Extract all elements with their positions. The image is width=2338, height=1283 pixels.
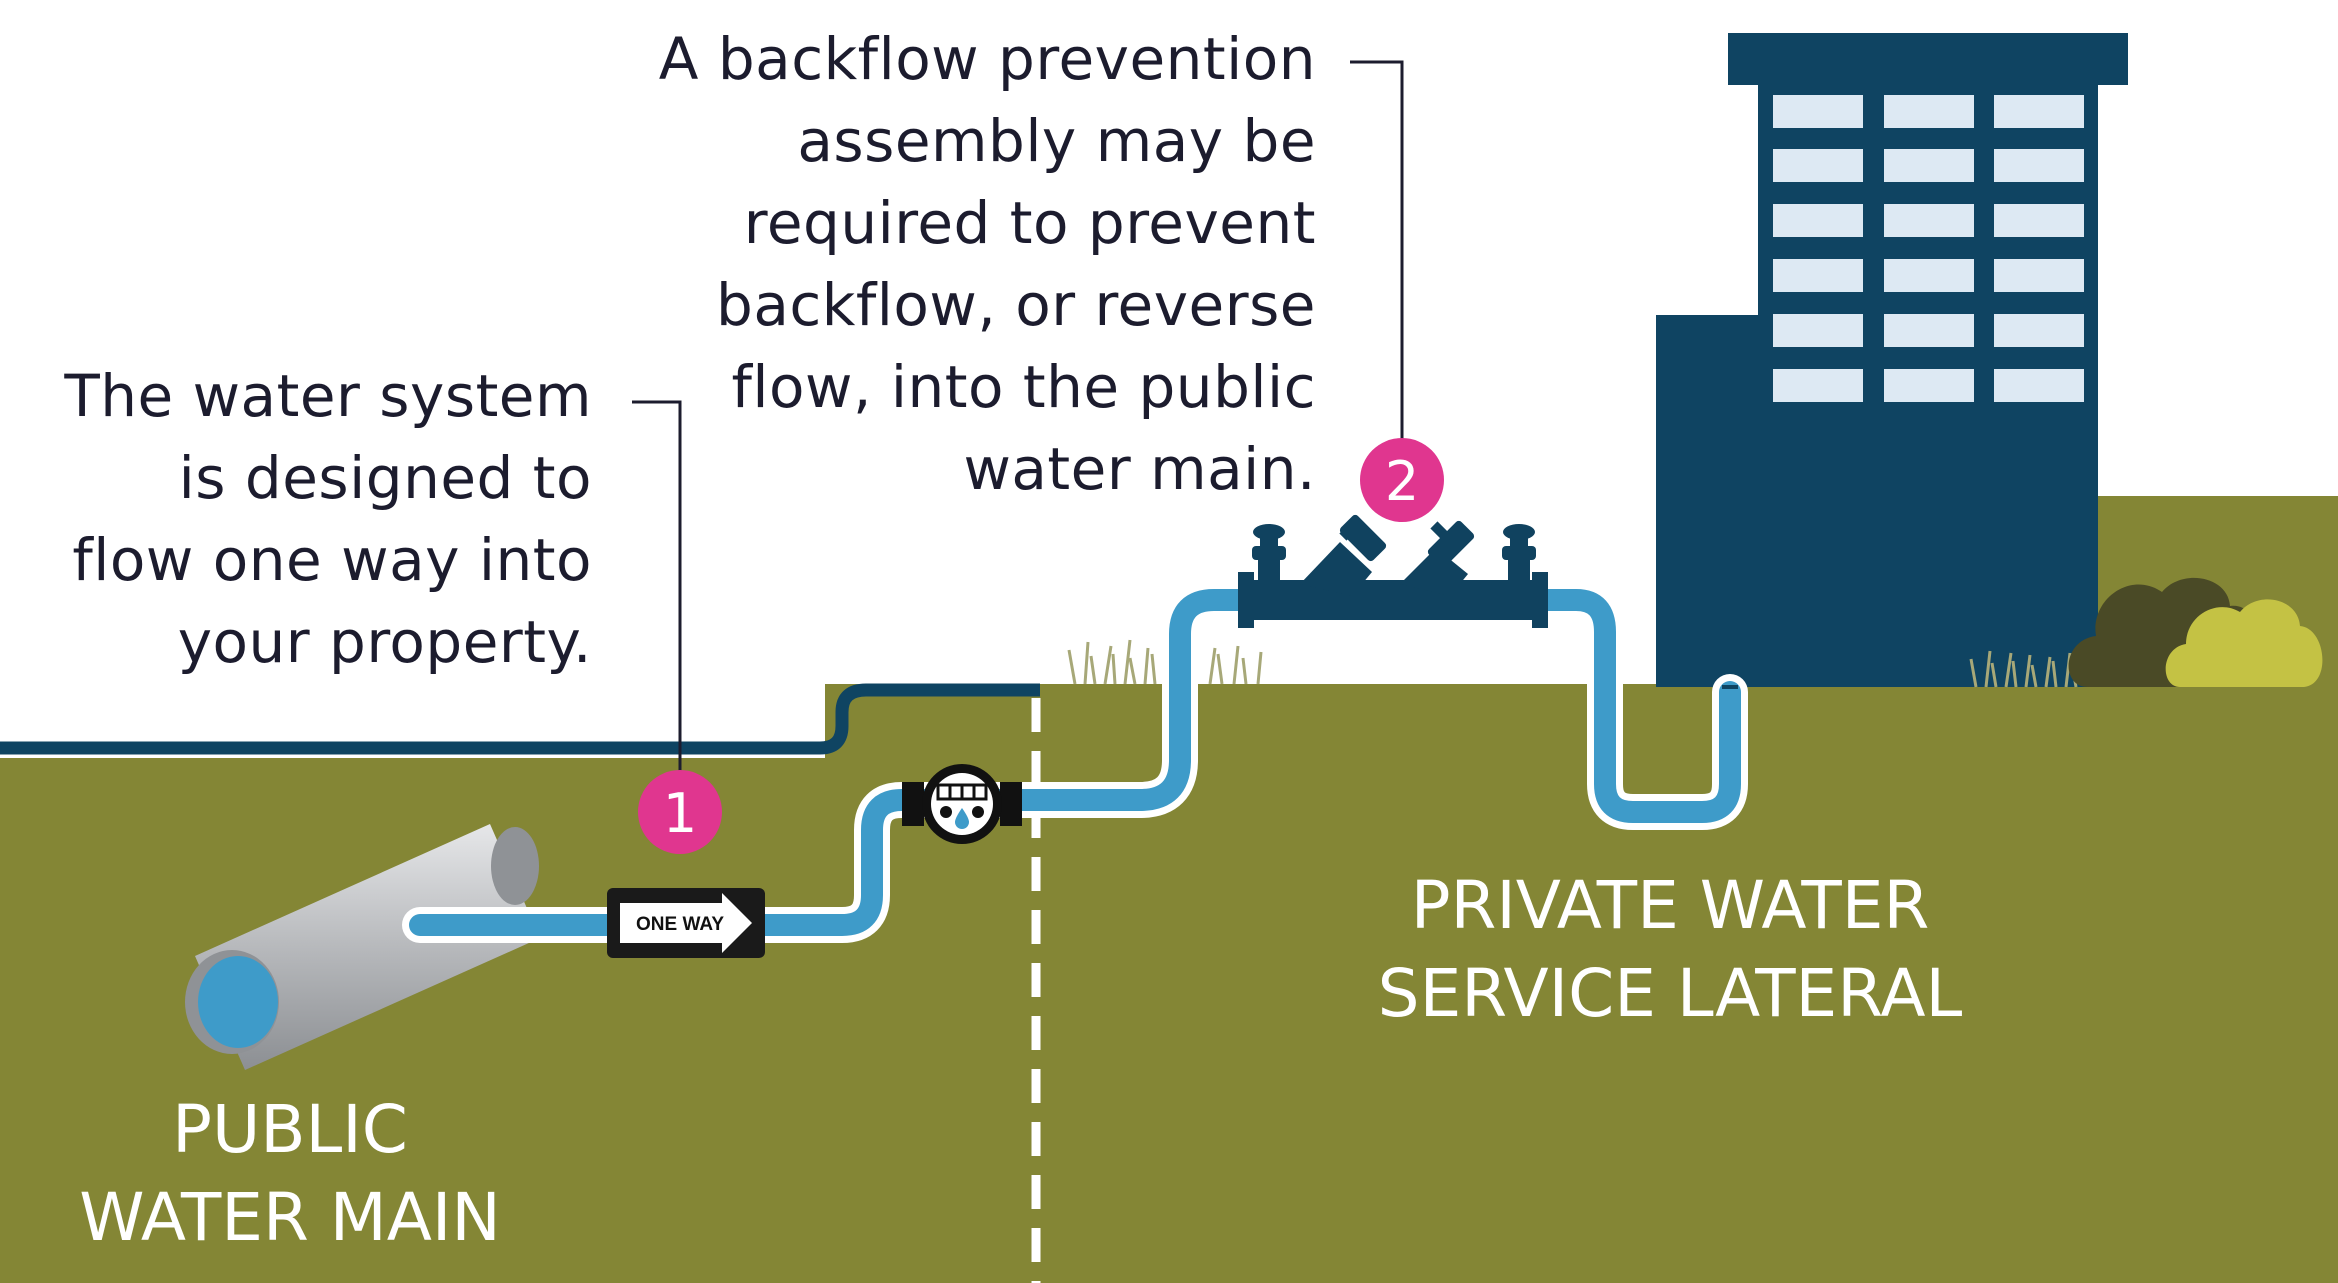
- callout-2-line: backflow, or reverse: [716, 271, 1316, 339]
- callout-1-line: The water system: [64, 362, 592, 430]
- private-lateral-label: PRIVATE WATER SERVICE LATERAL: [1355, 862, 1985, 1038]
- building: [1656, 33, 2128, 687]
- callout-one-way-text: The water system is designed to flow one…: [64, 355, 592, 683]
- grass-tuft-right: [1969, 650, 2078, 688]
- leader-line-1: [632, 400, 682, 778]
- callout-2-line: water main.: [963, 435, 1316, 503]
- badge-2-number: 2: [1385, 450, 1419, 513]
- badge-2: 2: [1360, 438, 1444, 522]
- curb-line: [0, 683, 1040, 755]
- callout-backflow-text: A backflow prevention assembly may be re…: [659, 18, 1316, 510]
- callout-2-line: A backflow prevention: [658, 25, 1316, 93]
- water-drop-icon: [955, 808, 969, 829]
- public-label-line: PUBLIC: [172, 1091, 408, 1168]
- public-water-main: [185, 824, 540, 1070]
- private-ground: [1040, 496, 2338, 1283]
- public-ground: [0, 684, 1040, 1283]
- water-meter: [902, 764, 1022, 844]
- callout-2-line: required to prevent: [743, 189, 1316, 257]
- private-label-line: PRIVATE WATER: [1410, 867, 1930, 944]
- backflow-assembly: [1238, 514, 1548, 628]
- public-water-main-label: PUBLIC WATER MAIN: [50, 1086, 530, 1262]
- badge-1: 1: [638, 770, 722, 854]
- bush-light: [2165, 599, 2323, 687]
- callout-1-line: is designed to: [178, 444, 592, 512]
- callout-1-line: your property.: [177, 608, 592, 676]
- callout-1-line: flow one way into: [72, 526, 592, 594]
- leader-line-2: [1350, 60, 1404, 446]
- public-label-line: WATER MAIN: [79, 1179, 501, 1256]
- callout-2-line: assembly may be: [797, 107, 1316, 175]
- badge-1-number: 1: [663, 782, 697, 845]
- one-way-sign: ONE WAY: [607, 888, 765, 958]
- building-windows: [1773, 95, 2084, 402]
- callout-2-line: flow, into the public: [731, 353, 1316, 421]
- private-label-line: SERVICE LATERAL: [1377, 955, 1963, 1032]
- one-way-sign-text: ONE WAY: [636, 914, 724, 935]
- service-pipe: [409, 589, 1741, 936]
